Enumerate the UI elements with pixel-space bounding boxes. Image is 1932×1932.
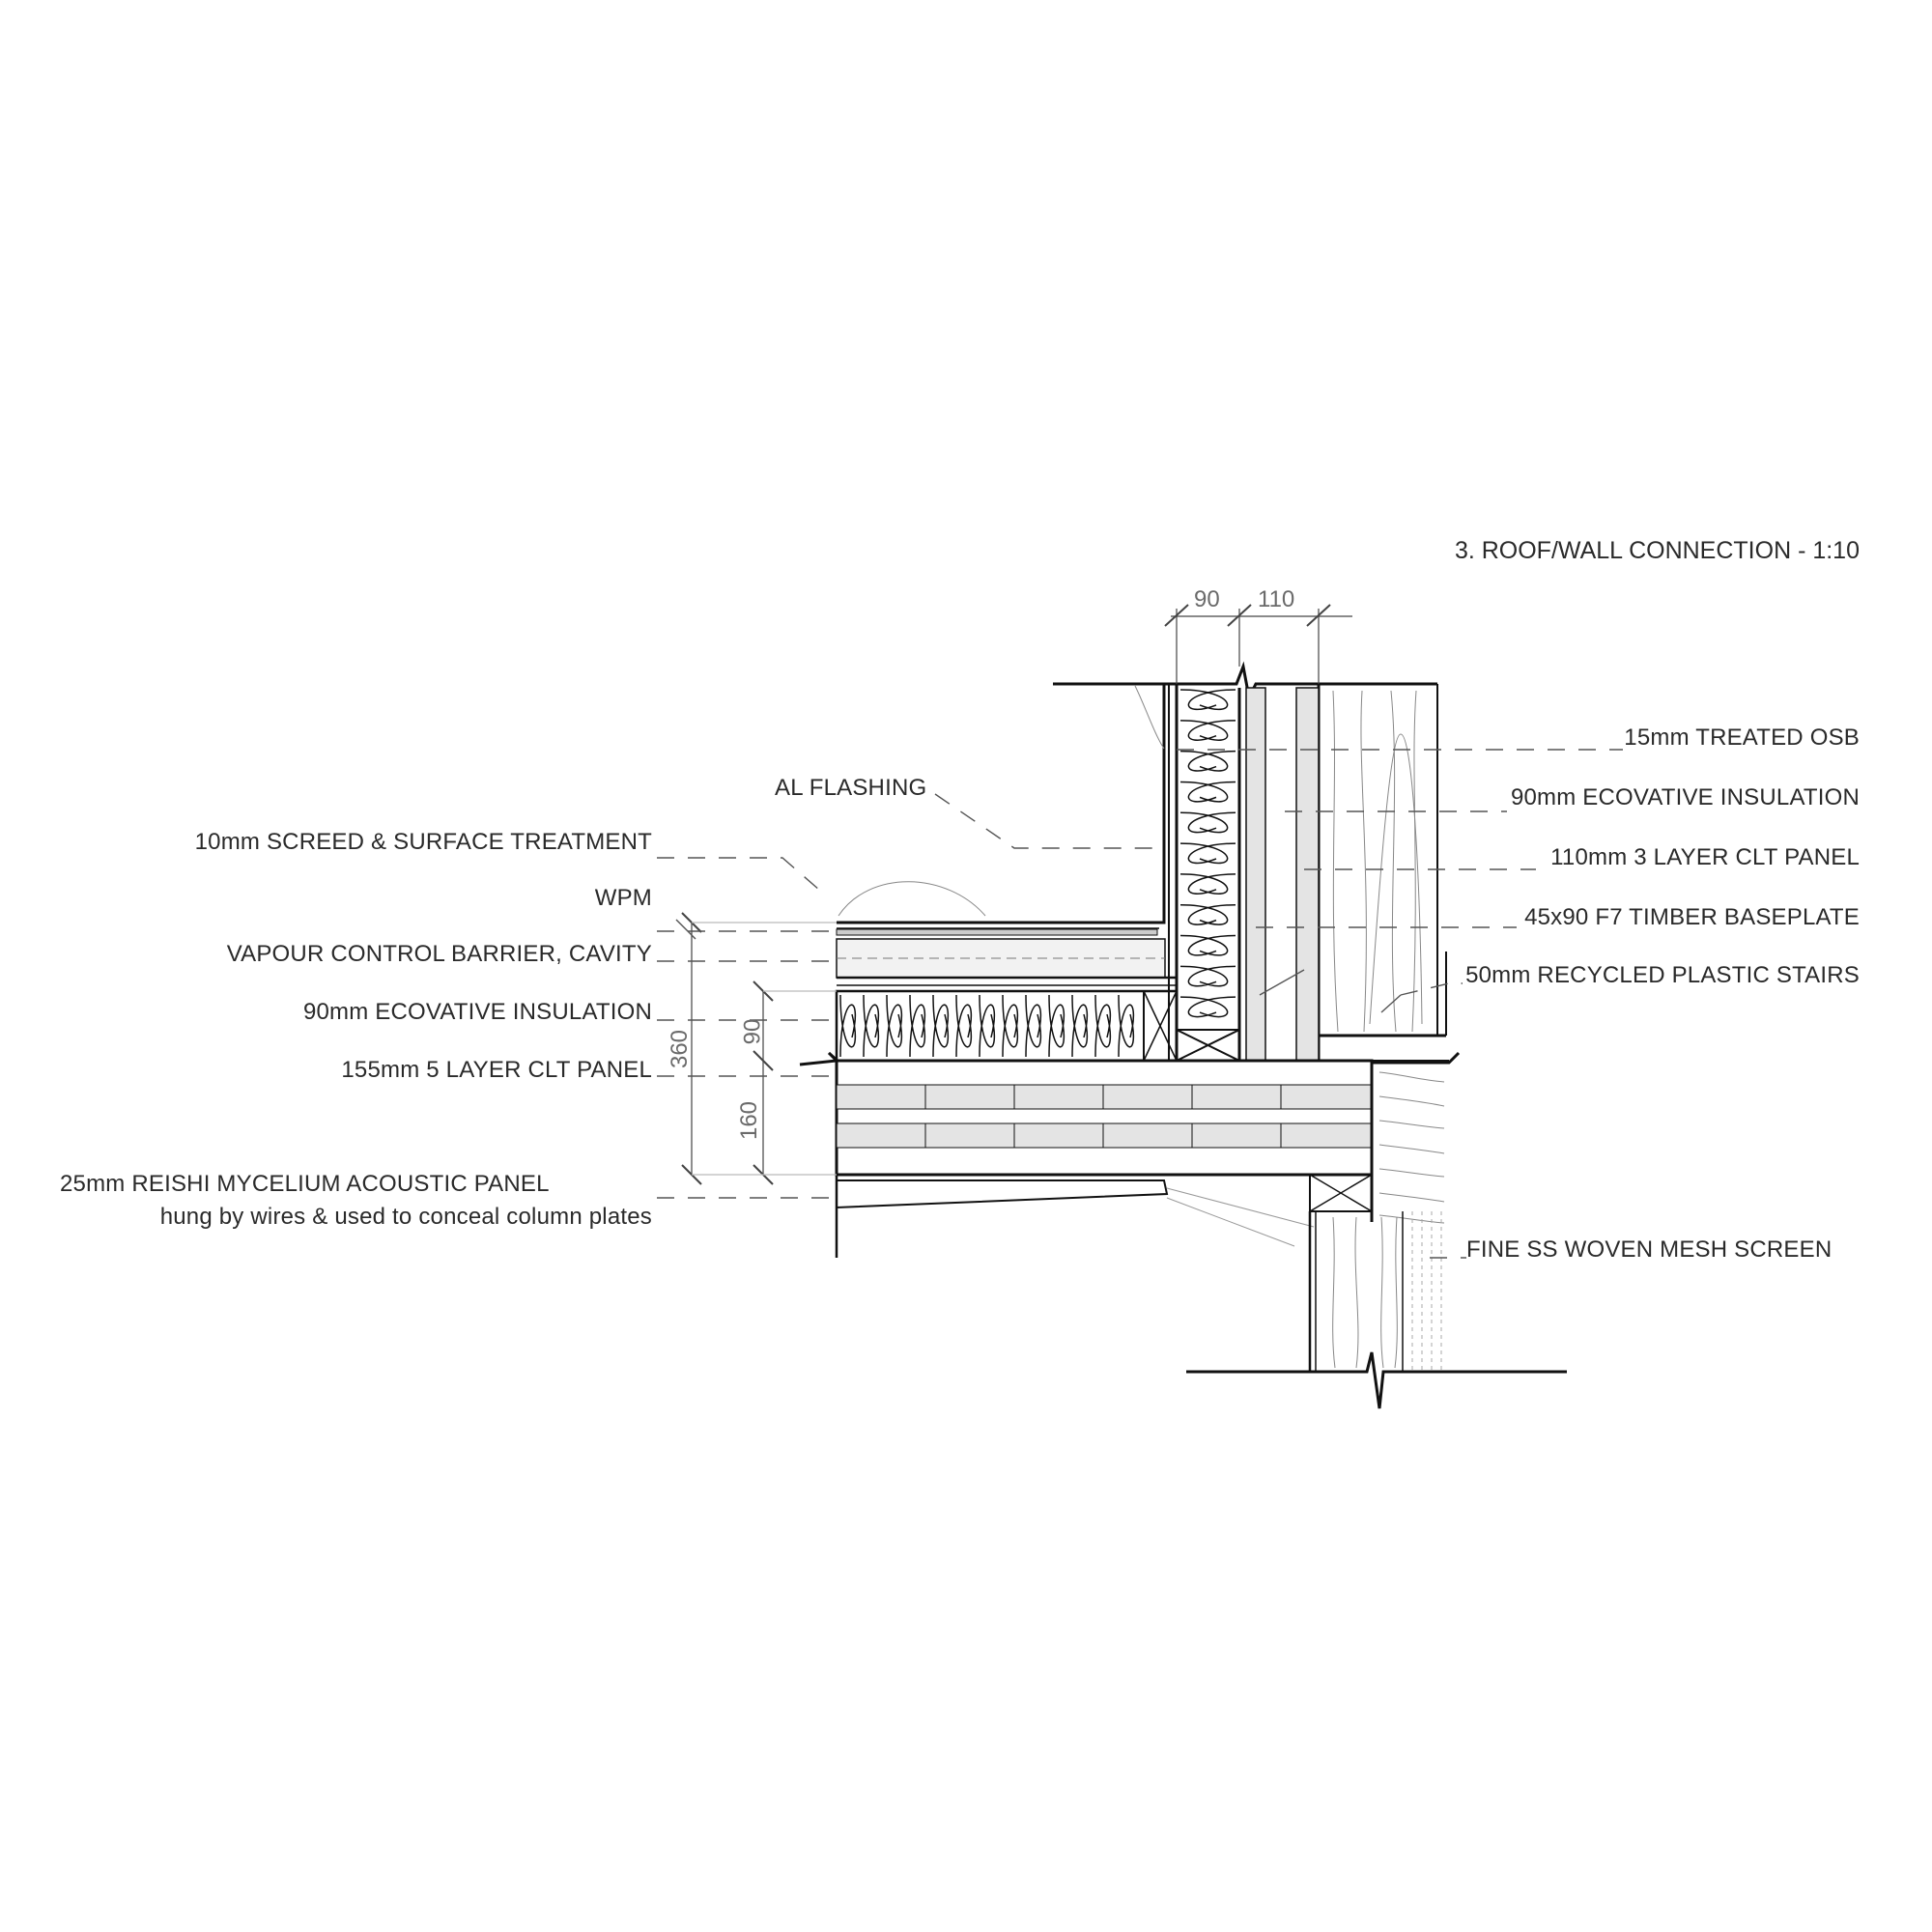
label-vapour-barrier: VAPOUR CONTROL BARRIER, CAVITY (226, 941, 652, 967)
dim-roof-clt: 160 (736, 1100, 763, 1141)
label-acoustic-panel: 25mm REISHI MYCELIUM ACOUSTIC PANEL (60, 1171, 550, 1197)
label-screed: 10mm SCREED & SURFACE TREATMENT (194, 829, 652, 855)
dim-total-depth: 360 (667, 1029, 694, 1069)
label-mesh-screen: FINE SS WOVEN MESH SCREEN (1466, 1236, 1833, 1263)
label-osb: 15mm TREATED OSB (1624, 724, 1860, 751)
roof-insulation-batt (839, 994, 1135, 1058)
label-baseplate: 45x90 F7 TIMBER BASEPLATE (1524, 904, 1860, 930)
upper-wall (1053, 661, 1447, 1062)
leader-slash-marks (675, 919, 1402, 1013)
label-wall-clt: 110mm 3 LAYER CLT PANEL (1550, 844, 1860, 870)
dimension-lines (681, 604, 1352, 1185)
acoustic-panel (835, 1175, 1315, 1258)
roof-buildup (799, 684, 1461, 1072)
wall-insulation-wave (1179, 689, 1236, 1018)
wall-insulation-batt (1179, 689, 1236, 1018)
wall-osb-strip (1245, 687, 1266, 1062)
wall-timber-grain (1332, 690, 1423, 1033)
wall-baseplate-block (1176, 1029, 1240, 1062)
wall-top-break-line (1053, 661, 1437, 702)
label-al-flashing: AL FLASHING (775, 775, 927, 801)
leader-lines (657, 749, 1623, 1259)
label-stairs: 50mm RECYCLED PLASTIC STAIRS (1465, 962, 1860, 988)
roof-edge-timber (1372, 1060, 1449, 1224)
label-acoustic-note: hung by wires & used to conceal column p… (159, 1204, 652, 1230)
column-bottom-break-line (1186, 1351, 1567, 1409)
column-timber-grain (1332, 1216, 1398, 1369)
dim-roof-insulation: 90 (739, 1018, 766, 1045)
drawing-title: 3. ROOF/WALL CONNECTION - 1:10 (1454, 537, 1860, 564)
wall-clt-strip (1295, 687, 1320, 1062)
dim-wall-insulation: 90 (1194, 586, 1220, 612)
roof-clt-panel (835, 1059, 1374, 1222)
label-wpm: WPM (594, 885, 652, 911)
lower-column (1186, 1174, 1567, 1409)
label-roof-clt: 155mm 5 LAYER CLT PANEL (341, 1057, 652, 1083)
mesh-screen (1411, 1211, 1442, 1370)
label-wall-insulation: 90mm ECOVATIVE INSULATION (1510, 784, 1860, 810)
roof-insulation-wave (839, 994, 1135, 1058)
dim-wall-clt: 110 (1258, 586, 1295, 612)
label-roof-insulation: 90mm ECOVATIVE INSULATION (302, 999, 652, 1025)
flashing-curves (838, 685, 1165, 917)
